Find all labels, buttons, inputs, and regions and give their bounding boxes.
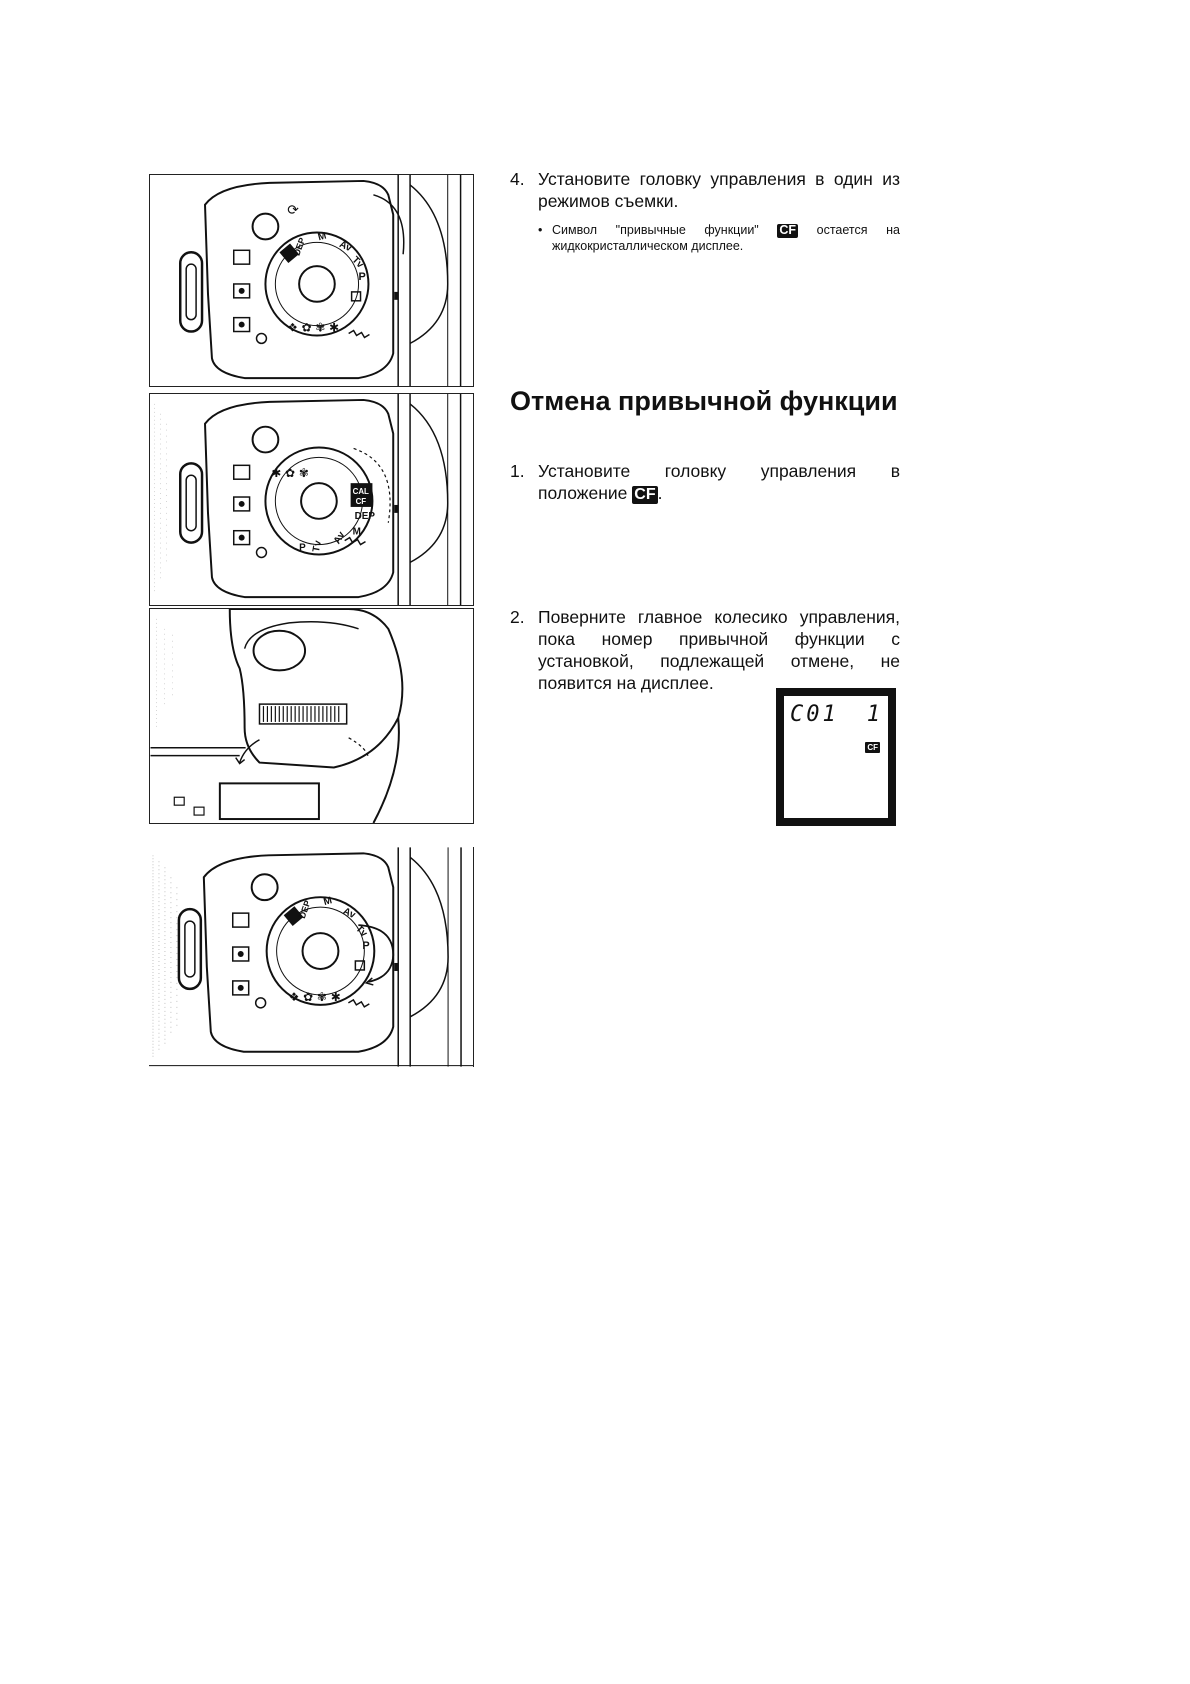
step-2-number: 2.	[510, 607, 525, 627]
lcd-display: C01 1 CF	[776, 688, 896, 826]
step-1-number: 1.	[510, 461, 525, 481]
step-1: 1. Установите головку управления в полож…	[510, 460, 900, 508]
svg-text:M: M	[322, 895, 333, 908]
lcd-function-number: C01	[790, 702, 839, 727]
lcd-cf-indicator: CF	[865, 742, 880, 753]
svg-text:❖ ✿ ✾ ✱: ❖ ✿ ✾ ✱	[289, 990, 341, 1004]
figure-camera-dial-1: DEP M Av Tv P ❖ ✿ ✾ ✱ ⟳	[149, 174, 474, 387]
step-4-text: Установите головку управления в один из …	[538, 169, 900, 211]
svg-text:P: P	[362, 940, 369, 952]
camera-top-illustration-3: DEP M Av Tv P ❖ ✿ ✾ ✱	[149, 847, 473, 1067]
cf-position-badge: CF	[632, 486, 658, 504]
svg-text:Tv: Tv	[311, 539, 324, 553]
figure-camera-dial-3: DEP M Av Tv P ❖ ✿ ✾ ✱	[149, 847, 474, 1067]
lcd-setting-value: 1	[866, 702, 880, 727]
svg-text:⟳: ⟳	[287, 203, 299, 219]
step-1-text: Установите головку управления в положени…	[538, 461, 900, 503]
svg-text:❖ ✿ ✾ ✱: ❖ ✿ ✾ ✱	[287, 321, 339, 335]
step-4: 4. Установите головку управления в один …	[510, 168, 900, 216]
svg-text:M: M	[353, 527, 361, 538]
lcd-screen: C01 1 CF	[784, 696, 888, 818]
step-1-period: .	[657, 483, 663, 503]
svg-text:CF: CF	[356, 497, 367, 506]
camera-top-illustration-1: DEP M Av Tv P ❖ ✿ ✾ ✱ ⟳	[150, 175, 473, 386]
note-text-start: Символ "привычные функции"	[552, 223, 759, 237]
svg-text:P: P	[359, 271, 366, 283]
svg-text:DEP: DEP	[355, 511, 376, 522]
section-title: Отмена привычной функции	[510, 386, 898, 416]
step-2-text: Поверните главное колесико управления, п…	[538, 607, 900, 693]
figure-main-dial-wheel	[149, 608, 474, 824]
figure-camera-dial-2: CAL CF DEP M Av Tv P ✱ ✿ ✾	[149, 393, 474, 606]
camera-top-illustration-2: CAL CF DEP M Av Tv P ✱ ✿ ✾	[150, 394, 473, 605]
svg-text:CAL: CAL	[353, 487, 369, 496]
svg-text:Av: Av	[341, 906, 357, 921]
step-4-note: • Символ "привычные функции" CF остается…	[538, 222, 900, 254]
svg-text:Av: Av	[337, 239, 353, 254]
step-2: 2. Поверните главное колесико управления…	[510, 606, 900, 702]
cf-symbol-badge: CF	[777, 223, 799, 238]
svg-text:M: M	[317, 231, 328, 244]
note-text-end: остается на жидкокристаллическом дисплее…	[552, 223, 900, 253]
bullet-mark: •	[538, 223, 543, 237]
main-dial-illustration	[150, 609, 473, 823]
svg-text:✱ ✿ ✾: ✱ ✿ ✾	[271, 466, 308, 480]
svg-text:P: P	[299, 543, 306, 554]
step-4-number: 4.	[510, 169, 525, 189]
